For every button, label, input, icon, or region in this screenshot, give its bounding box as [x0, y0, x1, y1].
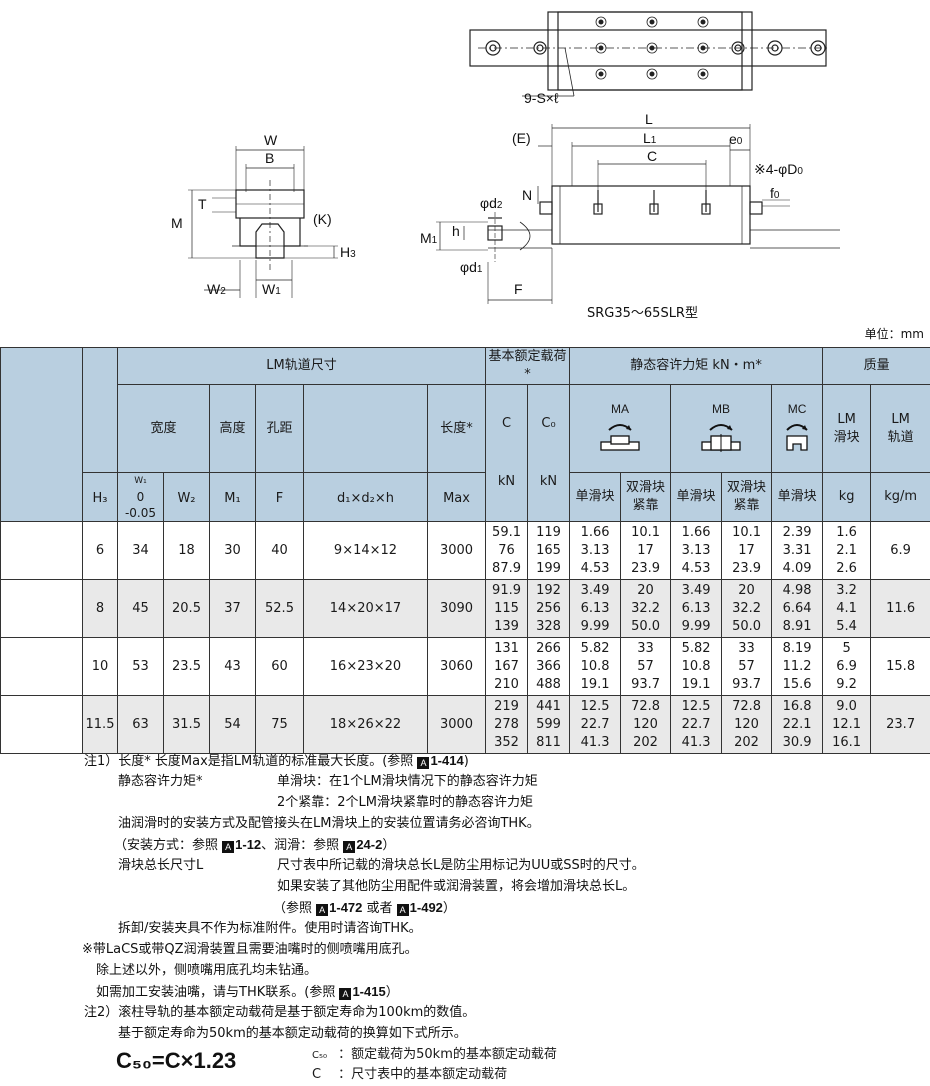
mass-header: 质量: [822, 347, 930, 385]
w2-unit: W₂: [163, 472, 210, 522]
length-header: 长度*: [426, 384, 487, 473]
mc-label: MC: [787, 401, 807, 416]
mb-double-unit: 双滑块紧靠: [721, 472, 773, 522]
svg-text:B: B: [265, 150, 274, 166]
svg-text:(E): (E): [512, 130, 531, 146]
note-block-length-text-2: 如果安装了其他防尘用配件或润滑装置，将会增加滑块总长L。: [277, 879, 636, 894]
w1-unit: W₁ 0 -0.05: [117, 472, 164, 522]
model-caption: SRG35～65SLR型: [587, 306, 698, 321]
h3-unit: H₃: [82, 472, 118, 522]
note-2-b: 基于额定寿命为50km的基本额定动载荷的换算如下式所示。: [118, 1026, 467, 1041]
rail-unit: kg/m: [870, 472, 930, 522]
note-block-length-text: 尺寸表中所记载的滑块总长L是防尘用标记为UU或SS时的尺寸。: [277, 858, 645, 873]
svg-text:φd2: φd2: [480, 195, 503, 211]
mb-label: MB: [712, 401, 731, 416]
svg-text:(K): (K): [313, 211, 332, 227]
drawing-svg: 9-S×ℓ W B T M (K) H3 W2 W1: [171, 11, 840, 304]
svg-text:M: M: [171, 215, 183, 231]
svg-text:f0: f0: [770, 185, 780, 201]
svg-text:L: L: [645, 111, 653, 127]
ma-single-unit: 单滑块: [569, 472, 622, 522]
svg-text:F: F: [514, 281, 523, 297]
mc-header: MC: [771, 384, 824, 473]
svg-text:L1: L1: [643, 130, 657, 146]
lm-rail-size-header: LM轨道尺寸: [116, 347, 487, 385]
svg-text:N: N: [522, 187, 532, 203]
d-blank-header: [303, 384, 428, 473]
svg-text:h: h: [452, 223, 460, 239]
height-header: 高度: [209, 384, 256, 473]
note-jig: 拆卸/安装夹具不作为标准附件。使用时请咨询THK。: [118, 921, 422, 936]
blank-header: [0, 347, 83, 522]
svg-text:※4-φD0: ※4-φD0: [754, 161, 803, 177]
svg-text:M1: M1: [420, 230, 438, 246]
moment-b-icon: [701, 423, 741, 452]
note-side-nozzle-2: 除上述以外，侧喷嘴用底孔均未钻通。: [96, 963, 318, 978]
moment-c-icon: [786, 423, 808, 451]
note-side-nozzle: ※带LaCS或带QZ润滑装置且需要油嘴时的侧喷嘴用底孔。: [82, 942, 418, 957]
spec-table: LM轨道尺寸 基本额定载荷* 静态容许力矩 kN・m* 质量 宽度 高度 孔距 …: [0, 347, 930, 754]
block-unit: kg: [822, 472, 872, 522]
note-static-moment-single: 单滑块：在1个LM滑块情况下的静态容许力矩: [277, 774, 538, 789]
static-moment-header: 静态容许力矩 kN・m*: [569, 347, 824, 385]
note-oil-lubrication: 油润滑时的安装方式及配管接头在LM滑块上的安装位置请务必咨询THK。: [118, 816, 540, 831]
front-view: [188, 146, 338, 298]
ma-header: MA: [569, 384, 672, 473]
svg-text:T: T: [198, 196, 207, 212]
note-block-length-label: 滑块总长尺寸L: [118, 858, 204, 873]
svg-text:H3: H3: [340, 244, 356, 260]
unit-label: 单位：mm: [864, 327, 924, 341]
width-header: 宽度: [117, 384, 210, 473]
f-unit: F: [255, 472, 304, 522]
note-static-moment-double: 2个紧靠：2个LM滑块紧靠时的静态容许力矩: [277, 795, 534, 810]
conversion-formula: C₅₀=C×1.23: [116, 1048, 237, 1073]
svg-text:φd1: φd1: [460, 259, 483, 275]
mb-header: MB: [670, 384, 773, 473]
mb-single-unit: 单滑块: [670, 472, 723, 522]
pitch-header: 孔距: [255, 384, 304, 473]
moment-a-icon: [600, 423, 640, 451]
svg-text:W1: W1: [262, 281, 281, 297]
svg-text:W2: W2: [207, 281, 226, 297]
svg-text:e0: e0: [729, 131, 743, 147]
basic-load-header: 基本额定载荷*: [485, 347, 571, 385]
max-unit: Max: [426, 472, 487, 522]
technical-drawings: 9-S×ℓ W B T M (K) H3 W2 W1: [0, 0, 930, 341]
side-view: [436, 124, 840, 304]
legend-c: C ：尺寸表中的基本额定动载荷: [312, 1067, 508, 1082]
h3-header-blank: [82, 347, 118, 473]
ma-label: MA: [611, 401, 630, 416]
legend-c50: C₅₀ ：额定载荷为50km的基本额定动载荷: [312, 1047, 557, 1062]
svg-text:W: W: [264, 132, 278, 148]
m1-unit: M₁: [209, 472, 256, 522]
ma-double-unit: 双滑块紧靠: [620, 472, 672, 522]
note-static-moment-label: 静态容许力矩*: [118, 774, 203, 789]
note-2-a: 注2）滚柱导轨的基本额定动载荷是基于额定寿命为100km的数值。: [84, 1005, 476, 1020]
top-callout-label: 9-S×ℓ: [524, 90, 559, 106]
svg-text:C: C: [647, 148, 657, 164]
d1d2h-unit: d₁×d₂×h: [303, 472, 428, 522]
mc-single-unit: 单滑块: [771, 472, 824, 522]
